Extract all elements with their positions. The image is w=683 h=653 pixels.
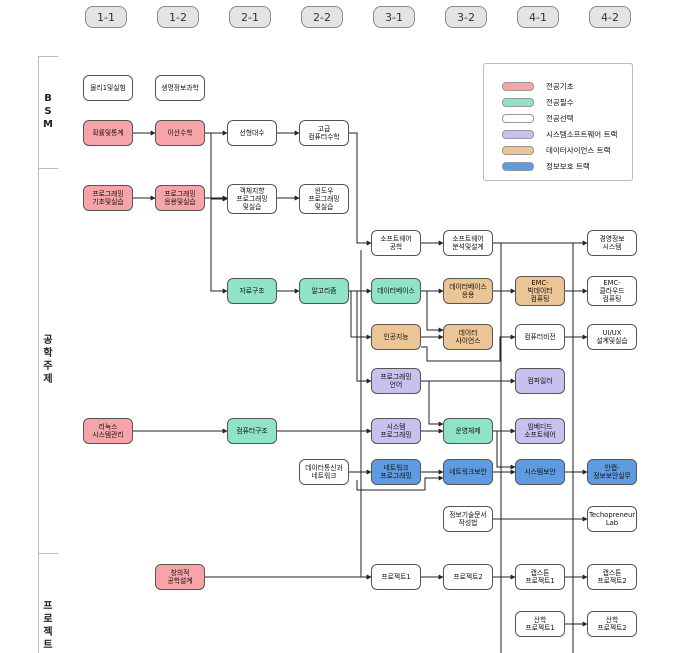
course-netprog: 네트워크 프로그래밍 bbox=[371, 459, 421, 485]
semester-header-4-1: 4-1 bbox=[517, 6, 559, 28]
semester-header-1-2: 1-2 bbox=[157, 6, 199, 28]
legend-label-security: 정보보호 트랙 bbox=[546, 161, 590, 171]
course-netsec: 네트워크보안 bbox=[443, 459, 493, 485]
course-arch: 컴퓨터구조 bbox=[227, 418, 277, 444]
section-label-project: 프 로 젝 트 bbox=[43, 601, 53, 651]
legend-swatch-security bbox=[502, 161, 534, 171]
course-emccloud: EMC- 클라우드 컴퓨팅 bbox=[587, 276, 637, 306]
arrow-se-proj1 bbox=[360, 250, 372, 580]
course-dbapp: 데이터베이스 응용 bbox=[443, 278, 493, 304]
course-syssec: 시스템보안 bbox=[515, 459, 565, 485]
legend-swatch-data bbox=[502, 145, 534, 155]
course-linear: 선형대수 bbox=[227, 120, 277, 146]
section-rule bbox=[38, 56, 39, 653]
semester-header-3-1: 3-1 bbox=[373, 6, 415, 28]
legend-label-data: 데이터사이언스 트랙 bbox=[546, 145, 611, 155]
section-label-engineering: 공 학 주 제 bbox=[43, 335, 53, 385]
course-proj2: 프로젝트2 bbox=[443, 564, 493, 590]
course-pl: 프로그래밍 언어 bbox=[371, 368, 421, 394]
course-uiux: UI/UX 설계및실습 bbox=[587, 324, 637, 350]
section-divider-bsm bbox=[38, 168, 58, 169]
legend-swatch-required bbox=[502, 97, 534, 107]
arrow-group bbox=[133, 130, 588, 653]
legend-item-core: 전공기초 bbox=[502, 81, 574, 91]
course-advmath: 고급 컴퓨터수학 bbox=[299, 120, 349, 146]
legend-item-security: 정보보호 트랙 bbox=[502, 161, 590, 171]
course-se: 소프트웨어 공학 bbox=[371, 230, 421, 256]
course-os: 운영체제 bbox=[443, 418, 493, 444]
legend-item-system: 시스템소프트웨어 트랙 bbox=[502, 129, 617, 139]
semester-header-1-1: 1-1 bbox=[85, 6, 127, 28]
course-ds: 자료구조 bbox=[227, 278, 277, 304]
course-creative: 창의적 공학설계 bbox=[155, 564, 205, 590]
course-ind2: 산학 프로젝트2 bbox=[587, 611, 637, 637]
section-label-bsm: B S M bbox=[43, 93, 53, 130]
semester-header-4-2: 4-2 bbox=[589, 6, 631, 28]
legend: 전공기초 전공필수 전공선택 시스템소프트웨어 트랙 데이터사이언스 트랙 정보… bbox=[483, 63, 633, 181]
course-mis: 경영정보 시스템 bbox=[587, 230, 637, 256]
course-proj1: 프로젝트1 bbox=[371, 564, 421, 590]
legend-item-elective: 전공선택 bbox=[502, 113, 574, 123]
legend-label-required: 전공필수 bbox=[546, 97, 574, 107]
course-physics: 물리1및실험 bbox=[83, 75, 133, 101]
semester-header-2-1: 2-1 bbox=[229, 6, 271, 28]
course-oop: 객체지향 프로그래밍 및실습 bbox=[227, 184, 277, 214]
course-emcbig: EMC- 빅데이터 컴퓨팅 bbox=[515, 276, 565, 306]
arrow-algo-ai bbox=[350, 291, 372, 340]
arrow-advmath-se bbox=[349, 132, 372, 246]
legend-item-data: 데이터사이언스 트랙 bbox=[502, 145, 610, 155]
course-compiler: 컴파일러 bbox=[515, 368, 565, 394]
arrow-db-datasci bbox=[426, 291, 444, 333]
course-db: 데이터베이스 bbox=[371, 278, 421, 304]
legend-label-elective: 전공선택 bbox=[546, 113, 574, 123]
course-biology: 생명정보과학 bbox=[155, 75, 205, 101]
semester-header-3-2: 3-2 bbox=[445, 6, 487, 28]
course-cv: 컴퓨터비전 bbox=[515, 324, 565, 350]
course-algo: 알고리즘 bbox=[299, 278, 349, 304]
course-windows: 윈도우 프로그래밍 및실습 bbox=[299, 184, 349, 214]
course-embedded: 임베디드 소프트웨어 bbox=[515, 418, 565, 444]
course-cap1: 캡스톤 프로젝트1 bbox=[515, 564, 565, 590]
course-ind1: 산학 프로젝트1 bbox=[515, 611, 565, 637]
course-discrete: 이산수학 bbox=[155, 120, 205, 146]
course-sec: 안랩- 정보보안실무 bbox=[587, 459, 637, 485]
course-datacomm: 데이터통신과 네트워크 bbox=[299, 459, 349, 485]
section-divider-top bbox=[38, 56, 58, 57]
course-datasci: 데이터 사이언스 bbox=[443, 324, 493, 350]
legend-item-required: 전공필수 bbox=[502, 97, 574, 107]
course-sad: 소프트웨어 분석및설계 bbox=[443, 230, 493, 256]
course-prog1: 프로그래밍 기초및실습 bbox=[83, 185, 133, 211]
course-techlab: Techopreneur Lab bbox=[587, 506, 637, 532]
legend-label-system: 시스템소프트웨어 트랙 bbox=[546, 129, 618, 139]
arrow-os-syssec bbox=[496, 431, 516, 470]
arrow-algo-pl bbox=[356, 291, 372, 384]
course-cap2: 캡스톤 프로젝트2 bbox=[587, 564, 637, 590]
arrow-datacomm-netsec bbox=[356, 475, 444, 491]
arrow-ai-cv bbox=[421, 334, 516, 362]
legend-swatch-system bbox=[502, 129, 534, 139]
legend-swatch-core bbox=[502, 81, 534, 91]
course-sysprog: 시스템 프로그래밍 bbox=[371, 418, 421, 444]
arrow-discrete-ds bbox=[210, 133, 228, 294]
course-ai: 인공지능 bbox=[371, 324, 421, 350]
course-linux: 리눅스 시스템관리 bbox=[83, 418, 133, 444]
legend-swatch-elective bbox=[502, 113, 534, 123]
course-probability: 확률및통계 bbox=[83, 120, 133, 146]
section-divider-engineering bbox=[38, 553, 58, 554]
legend-label-core: 전공기초 bbox=[546, 81, 574, 91]
arrow-pl-os bbox=[428, 381, 444, 427]
semester-header-2-2: 2-2 bbox=[301, 6, 343, 28]
course-techdoc: 정보기술문서 작성법 bbox=[443, 506, 493, 532]
course-prog2: 프로그래밍 응용및실습 bbox=[155, 185, 205, 211]
